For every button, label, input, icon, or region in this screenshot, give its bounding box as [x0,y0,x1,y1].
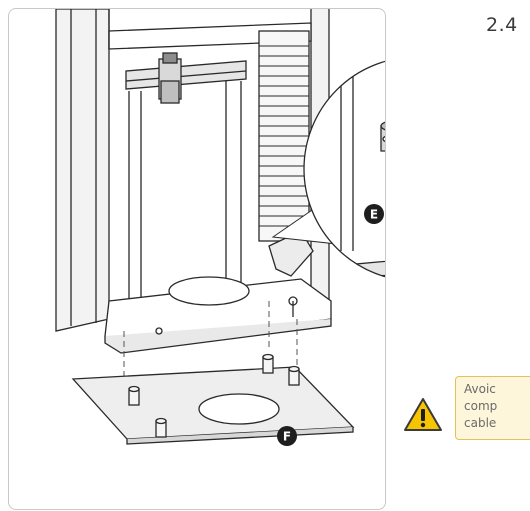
callout-e: E [364,204,384,224]
illustration-panel: E F [8,8,386,510]
cabinet-base-illustration: E F [55,9,385,446]
warning-triangle-icon [404,398,442,431]
callout-e-label: E [370,208,378,222]
warning-line-1: Avoic [464,382,496,396]
warning-note: Avoic comp cable [455,376,530,440]
callout-f: F [277,426,297,446]
conduit-corrugation [259,45,309,227]
warning-line-3: cable [464,416,497,430]
base-plate [71,353,355,445]
cabinet-base [104,230,332,354]
warning-line-2: comp [464,399,498,413]
section-number: 2.4 [486,14,518,36]
callout-f-label: F [283,430,291,444]
